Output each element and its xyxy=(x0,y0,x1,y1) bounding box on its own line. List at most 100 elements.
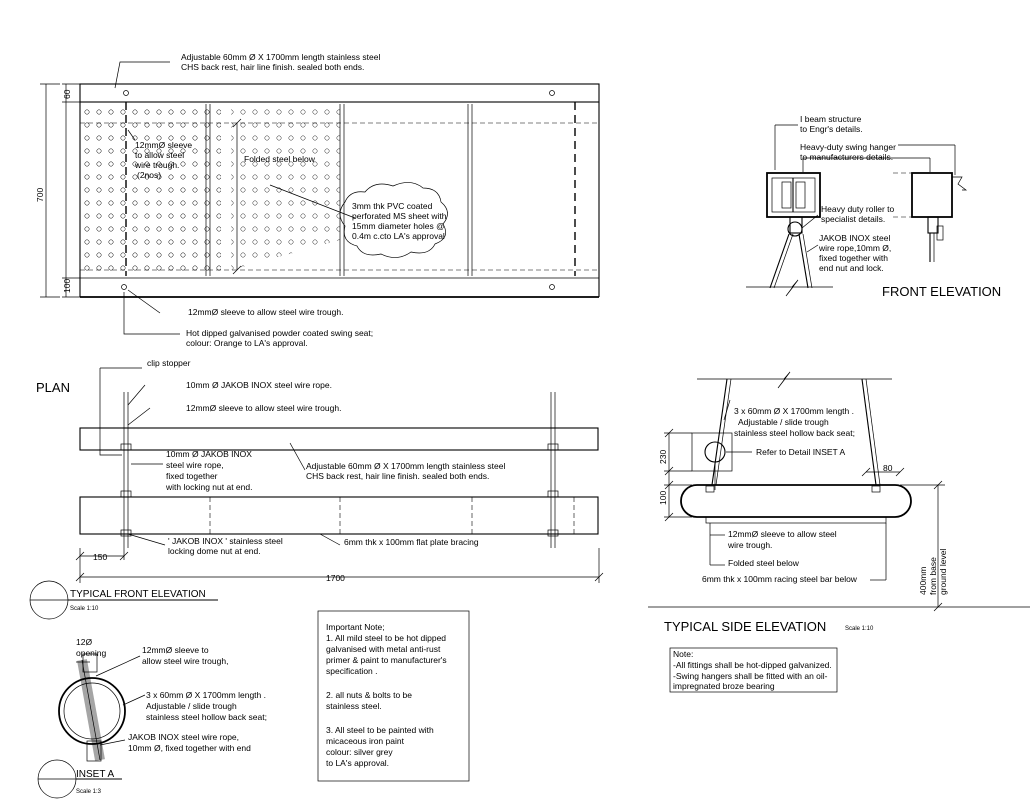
ibeam-note-2: to Engr's details. xyxy=(800,124,863,134)
dim-100: 100 xyxy=(62,279,72,293)
inset-backseat-3: stainless steel hollow back seat; xyxy=(146,712,267,722)
note2-line: impregnated broze bearing xyxy=(673,681,775,691)
note2-line: -Swing hangers shall be fitted with an o… xyxy=(673,671,828,681)
plan-title: PLAN xyxy=(36,380,70,395)
hanger-elevation-drawing xyxy=(746,124,968,297)
note-line: 2. all nuts & bolts to be xyxy=(326,690,412,700)
plan-rope-note: 10mm Ø JAKOB INOX steel wire rope. xyxy=(186,380,332,390)
plan-bracing: 6mm thk x 100mm flat plate bracing xyxy=(344,537,479,547)
dim-700: 700 xyxy=(35,188,45,202)
inset-rope-1: JAKOB INOX steel wire rope, xyxy=(128,732,239,742)
note2-title: Note: xyxy=(673,649,693,659)
bottom-sleeve-note: 12mmØ sleeve to allow steel wire trough. xyxy=(188,307,343,317)
plan-rope2-2: steel wire rope, xyxy=(166,460,224,470)
inset-a-annotations: 12Ø opening 12mmØ sleeve to allow steel … xyxy=(76,637,267,795)
roller-note-1: Heavy duty roller to xyxy=(821,204,894,214)
sleeve-note-2: to allow steel xyxy=(135,150,184,160)
hanger-rope-2: wire rope,10mm Ø, xyxy=(818,243,891,253)
side-title: TYPICAL SIDE ELEVATION xyxy=(664,619,826,634)
note-line: primer & paint to manufacturer's xyxy=(326,655,447,665)
note-line: to LA's approval. xyxy=(326,758,389,768)
front-elevation-drawing xyxy=(40,61,600,335)
pvc-note-2: perforated MS sheet with xyxy=(352,211,447,221)
hanger-title: FRONT ELEVATION xyxy=(882,284,1001,299)
side-sleeve-2: wire trough. xyxy=(727,540,772,550)
plan-backrest-1: Adjustable 60mm Ø X 1700mm length stainl… xyxy=(306,461,505,471)
side-annotations: 3 x 60mm Ø X 1700mm length . Adjustable … xyxy=(658,406,948,634)
side-backseat-3: stainless steel hollow back seat; xyxy=(734,428,855,438)
dim-230: 230 xyxy=(658,450,668,464)
roller-note-2: specialist details. xyxy=(821,214,885,224)
pvc-note-1: 3mm thk PVC coated xyxy=(352,201,433,211)
note-line: galvanised with metal anti-rust xyxy=(326,644,441,654)
note2-box: Note: -All fittings shall be hot-dipped … xyxy=(669,647,838,693)
note-line: colour: silver grey xyxy=(326,747,393,757)
seat-note-1: Hot dipped galvanised powder coated swin… xyxy=(186,328,373,338)
inset-backseat-2: Adjustable / slide trough xyxy=(146,701,237,711)
dim-60: 60 xyxy=(62,89,72,99)
plan-rope2-1: 10mm Ø JAKOB INOX xyxy=(166,449,252,459)
swing-note-2: to manufacturers details. xyxy=(800,152,893,162)
note-title: Important Note; xyxy=(326,622,385,632)
backrest-note-2: CHS back rest, hair line finish. sealed … xyxy=(181,62,364,72)
front-annotations: Adjustable 60mm Ø X 1700mm length stainl… xyxy=(35,52,447,348)
dim-150: 150 xyxy=(93,552,107,562)
inset-title: INSET A xyxy=(76,769,114,780)
plan-dome-1: ' JAKOB INOX ' stainless steel xyxy=(168,536,283,546)
side-backseat-2: Adjustable / slide trough xyxy=(738,417,829,427)
plan-rope2-3: fixed together xyxy=(166,471,218,481)
sleeve-note-4: (2nos) xyxy=(137,170,161,180)
plan-annotations: PLAN clip stopper 10mm Ø JAKOB INOX stee… xyxy=(36,358,505,583)
inset-opening-2: opening xyxy=(76,648,107,658)
note-line: specification . xyxy=(326,666,378,676)
side-refer: Refer to Detail INSET A xyxy=(756,447,845,457)
hanger-rope-1: JAKOB INOX steel xyxy=(819,233,890,243)
plan-backrest-2: CHS back rest, hair line finish. sealed … xyxy=(306,471,489,481)
sleeve-note-3: wire trough. xyxy=(134,160,179,170)
side-height-1: 400mm xyxy=(918,567,928,595)
plan-rope2-4: with locking nut at end. xyxy=(165,482,252,492)
side-elevation-drawing xyxy=(648,371,1030,612)
pvc-note-4: 0.4m c.cto LA's approval xyxy=(352,231,445,241)
side-folded: Folded steel below xyxy=(728,558,800,568)
inset-sleeve-1: 12mmØ sleeve to xyxy=(142,645,209,655)
backrest-note: Adjustable 60mm Ø X 1700mm length stainl… xyxy=(181,52,380,62)
seat-note-2: colour: Orange to LA's approval. xyxy=(186,338,308,348)
note-line: micaceous iron paint xyxy=(326,736,405,746)
swing-note-1: Heavy-duty swing hanger xyxy=(800,142,896,152)
inset-opening-1: 12Ø xyxy=(76,637,92,647)
side-sleeve-1: 12mmØ sleeve to allow steel xyxy=(728,529,837,539)
hanger-annotations: I beam structure to Engr's details. Heav… xyxy=(800,114,1001,299)
pvc-note-3: 15mm diameter holes @ xyxy=(352,221,445,231)
dim-1700: 1700 xyxy=(326,573,345,583)
front-elevation-scale: Scale 1:10 xyxy=(70,606,99,612)
inset-rope-2: 10mm Ø, fixed together with end xyxy=(128,743,251,753)
note-line: 1. All mild steel to be hot dipped xyxy=(326,633,446,643)
inset-sleeve-2: allow steel wire trough, xyxy=(142,656,228,666)
note-line: 3. All steel to be painted with xyxy=(326,725,434,735)
inset-backseat-1: 3 x 60mm Ø X 1700mm length . xyxy=(146,690,266,700)
side-height-3: ground level xyxy=(938,549,948,595)
front-elevation-title: TYPICAL FRONT ELEVATION xyxy=(70,589,206,600)
side-scale: Scale 1:10 xyxy=(845,626,874,632)
dim-80: 80 xyxy=(883,463,893,473)
hanger-rope-4: end nut and lock. xyxy=(819,263,884,273)
hanger-rope-3: fixed together with xyxy=(819,253,888,263)
inset-scale: Scale 1:3 xyxy=(76,789,102,795)
ibeam-note-1: I beam structure xyxy=(800,114,862,124)
plan-drawing xyxy=(75,367,604,583)
plan-dome-2: locking dome nut at end. xyxy=(168,546,261,556)
sleeve-note-1: 12mmØ sleeve xyxy=(135,140,192,150)
plan-sleeve-note: 12mmØ sleeve to allow steel wire trough. xyxy=(186,403,341,413)
front-title-block: TYPICAL FRONT ELEVATION Scale 1:10 xyxy=(29,580,218,620)
side-backseat-1: 3 x 60mm Ø X 1700mm length . xyxy=(734,406,854,416)
side-racing: 6mm thk x 100mm racing steel bar below xyxy=(702,574,858,584)
side-height-2: from base xyxy=(928,557,938,595)
side-dim-100: 100 xyxy=(658,491,668,505)
clip-stopper: clip stopper xyxy=(147,358,191,368)
folded-note: Folded steel below xyxy=(244,154,316,164)
inset-a-drawing xyxy=(37,653,146,799)
note-line: stainless steel. xyxy=(326,701,382,711)
note2-line: -All fittings shall be hot-dipped galvan… xyxy=(673,660,832,670)
